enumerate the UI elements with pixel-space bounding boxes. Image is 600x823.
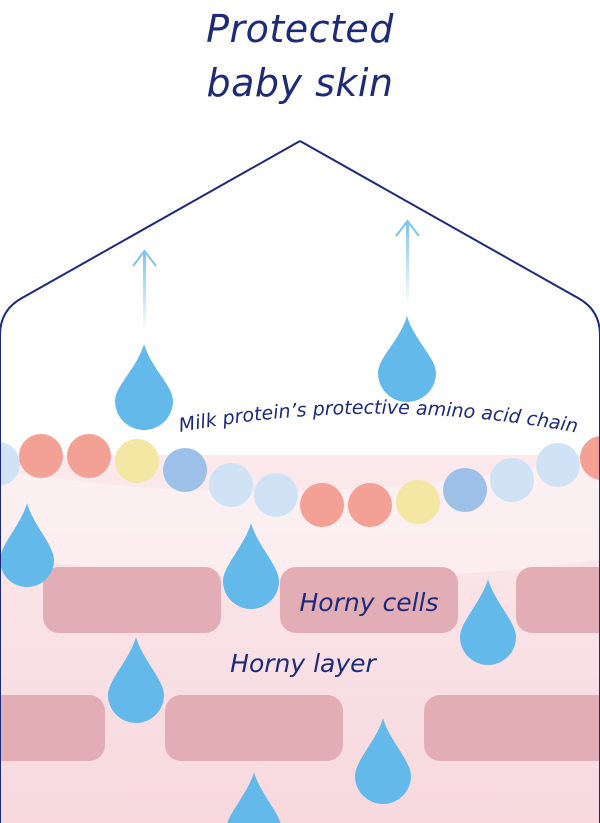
chain-bead <box>443 468 487 512</box>
water-drop-icon <box>0 503 54 587</box>
chain-bead <box>580 436 600 480</box>
chain-bead <box>67 434 111 478</box>
arrow-shaft <box>143 252 146 332</box>
skin-region <box>0 434 600 823</box>
chain-bead <box>348 483 392 527</box>
water-drop-icon <box>108 637 164 723</box>
water-drops-surface <box>115 316 436 430</box>
chain-bead <box>115 439 159 483</box>
horny-cell <box>165 695 343 761</box>
arrow-up-icon <box>132 249 157 267</box>
horny-cell <box>280 567 458 633</box>
horny-cells <box>0 567 600 761</box>
amino-acid-chain <box>0 434 600 527</box>
water-drop-icon <box>378 316 436 402</box>
horny-layer-label: Horny layer <box>230 649 377 678</box>
chain-bead <box>536 443 580 487</box>
chain-bead <box>490 458 534 502</box>
chain-bead <box>254 473 298 517</box>
water-drops-in-skin <box>0 503 516 823</box>
horny-cell <box>516 567 600 633</box>
evaporation-arrows <box>132 219 420 332</box>
chain-bead <box>300 483 344 527</box>
arrow-shaft <box>406 222 409 306</box>
title-line-2: baby skin <box>206 61 394 105</box>
amino-chain-label-text: Milk protein’s protective amino acid cha… <box>177 397 580 438</box>
chain-bead <box>19 434 63 478</box>
water-drop-icon <box>460 579 516 665</box>
horny-cell <box>424 695 600 761</box>
water-drop-icon <box>115 344 173 430</box>
horny-cell <box>43 567 221 633</box>
chain-bead <box>163 448 207 492</box>
amino-chain-label: Milk protein’s protective amino acid cha… <box>177 397 580 438</box>
horny-cell <box>0 695 105 761</box>
water-drop-icon <box>355 718 411 804</box>
water-drop-icon <box>226 772 282 823</box>
horny-cells-label: Horny cells <box>299 588 438 617</box>
arrow-up-icon <box>395 219 420 237</box>
chain-bead <box>0 442 20 486</box>
title-line-1: Protected <box>206 7 394 51</box>
water-drop-icon <box>223 523 279 609</box>
chain-bead <box>396 480 440 524</box>
chain-bead <box>209 463 253 507</box>
